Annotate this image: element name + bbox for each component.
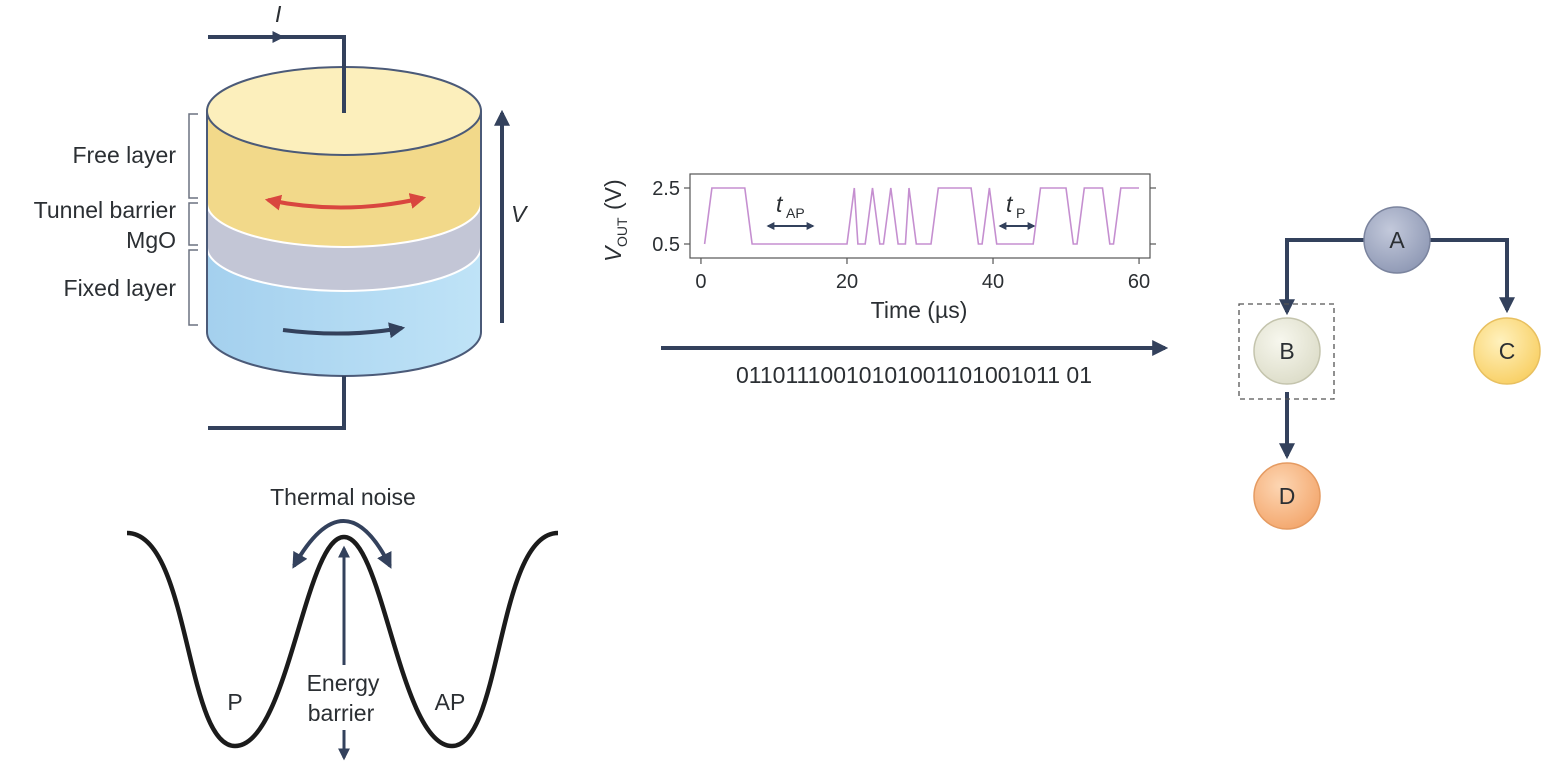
x-tick-label: 20 [836,271,858,293]
t-p-label: t [1006,191,1014,217]
state-p-label: P [227,689,242,715]
fixed-magnetization-arrow [282,322,406,339]
node-d [1253,462,1321,530]
current-wire-bottom [208,376,346,430]
edge-a-c [1430,238,1515,314]
node-c [1473,317,1541,385]
mtj-stack [206,66,482,377]
bitstring: 01101110010101001101001011 01 [736,362,1092,388]
axis-ticks-group: 0 20 40 60 0.5 2.5 [652,178,1156,293]
trace-series-group [703,187,1139,245]
node-d-label: D [1279,483,1296,509]
svg-text:OUT: OUT [614,217,630,247]
node-a [1363,206,1431,274]
free-layer-bracket [188,113,198,199]
tunnel-barrier-label: Tunnel barrier [34,197,177,223]
energy-barrier-label-1: Energy [307,670,380,696]
voltage-label: V [511,201,529,227]
y-tick-label: 0.5 [652,234,680,256]
svg-text:V: V [600,244,626,262]
energy-barrier-label-2: barrier [308,700,375,726]
plot-frame [689,173,1151,259]
x-tick-label: 0 [695,271,706,293]
state-ap-label: AP [435,689,466,715]
x-axis-label: Time (µs) [871,297,968,323]
svg-text:(V): (V) [600,179,626,210]
thermal-noise-label: Thermal noise [270,484,416,510]
current-label: I [275,1,282,27]
x-tick-label: 60 [1128,271,1150,293]
selected-node-box [1238,303,1335,400]
y-axis-label: V OUT (V) [600,179,630,262]
free-layer-label: Free layer [72,142,176,168]
mgo-label: MgO [126,227,176,253]
edge-a-b [1279,238,1366,316]
node-c-label: C [1499,338,1516,364]
free-magnetization-arrow [264,193,427,211]
t-p-sub: P [1016,205,1025,221]
y-tick-label: 2.5 [652,178,680,200]
vout-trace-chart: 0 20 40 60 0.5 2.5 V OUT (V) Time (µs) t AP t… [600,173,1156,323]
energy-curve [126,530,559,749]
node-a-label: A [1389,227,1405,253]
thermal-noise-arrow [292,519,392,569]
x-tick-label: 40 [982,271,1004,293]
barrier-bracket [188,202,198,246]
fixed-layer-label: Fixed layer [64,275,177,301]
current-wire-top [208,35,346,113]
node-b-label: B [1279,338,1294,364]
node-b [1253,317,1321,385]
t-ap-label: t [776,191,784,217]
t-ap-sub: AP [786,205,805,221]
fixed-layer-bracket [188,249,198,326]
decision-tree: A B C D [1238,206,1541,530]
vout-series-line [703,187,1139,245]
energy-landscape: Thermal noise Energy barrier P AP [126,484,559,761]
